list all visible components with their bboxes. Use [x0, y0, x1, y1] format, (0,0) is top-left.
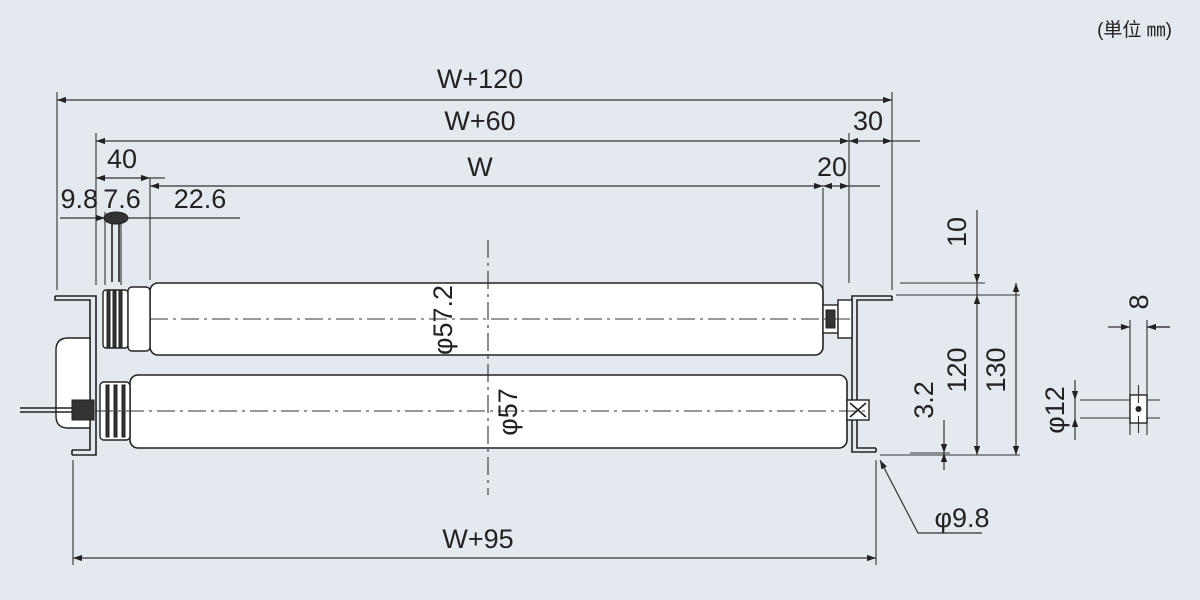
unit-note: (単位 ㎜) [1097, 19, 1172, 41]
dim-dia-12: φ12 [1040, 386, 1070, 434]
connector-detail [103, 211, 129, 282]
dim-30: 30 [853, 106, 883, 136]
leader-line [879, 459, 982, 534]
horizontal-dimension-lines [57, 96, 1170, 562]
dim-w-plus-60: W+60 [444, 106, 515, 136]
dim-8: 8 [1124, 294, 1154, 309]
motor-housing [20, 337, 95, 429]
dim-w: W [467, 152, 493, 182]
dim-40: 40 [107, 144, 137, 174]
frame-brackets [54, 295, 893, 456]
dim-9-8: 9.8 [60, 184, 98, 214]
dim-130: 130 [981, 347, 1011, 392]
drive-roller [102, 282, 853, 356]
dim-7-6: 7.6 [103, 184, 141, 214]
dim-dia-9-8: φ9.8 [934, 503, 989, 533]
dim-w-plus-120: W+120 [437, 64, 523, 94]
dim-w-plus-95: W+95 [442, 524, 513, 554]
dim-10: 10 [942, 217, 972, 247]
dim-3-2: 3.2 [909, 381, 939, 419]
dim-20: 20 [817, 152, 847, 182]
dim-120: 120 [942, 347, 972, 392]
dim-dia-57-2: φ57.2 [428, 285, 458, 355]
center-lines [95, 240, 1140, 495]
dim-22-6: 22.6 [174, 184, 227, 214]
dim-dia-57: φ57 [493, 388, 523, 436]
